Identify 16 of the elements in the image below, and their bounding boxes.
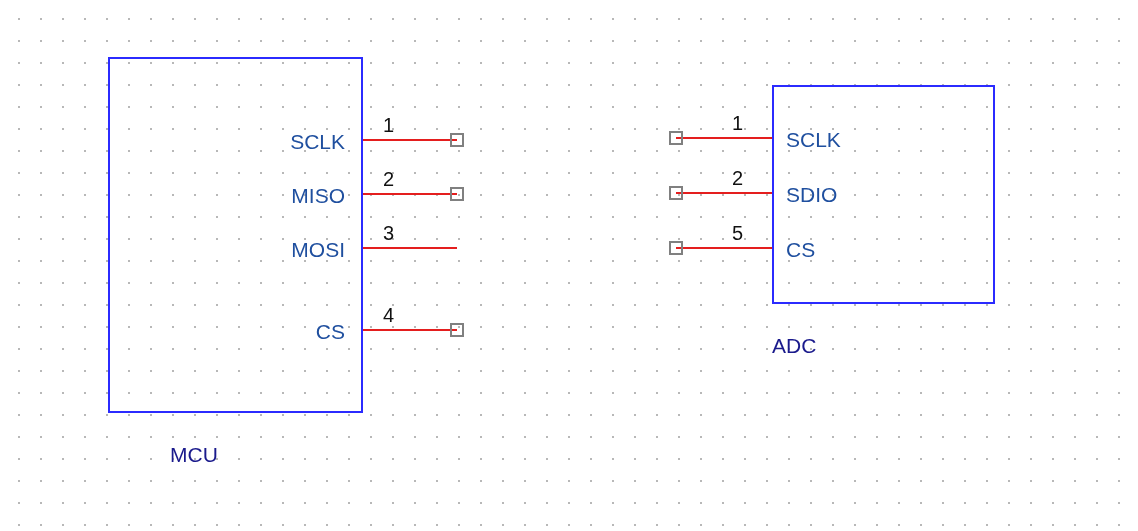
pin-number: 1: [383, 114, 395, 136]
pin-label: CS: [786, 238, 816, 262]
pin-number: 2: [732, 167, 744, 189]
pin-label: MOSI: [291, 238, 345, 262]
pin-number: 1: [732, 112, 744, 134]
pin-number: 4: [383, 304, 395, 326]
pin-label: SCLK: [290, 130, 345, 154]
component-label: MCU: [170, 443, 218, 467]
pin-label: MISO: [291, 184, 345, 208]
pin-label: CS: [315, 320, 345, 344]
pin-number: 2: [383, 168, 395, 190]
pin-label: SCLK: [786, 128, 841, 152]
pin-label: SDIO: [786, 183, 838, 207]
pin-number: 3: [383, 222, 395, 244]
component-label: ADC: [772, 334, 817, 358]
pin-number: 5: [732, 222, 744, 244]
